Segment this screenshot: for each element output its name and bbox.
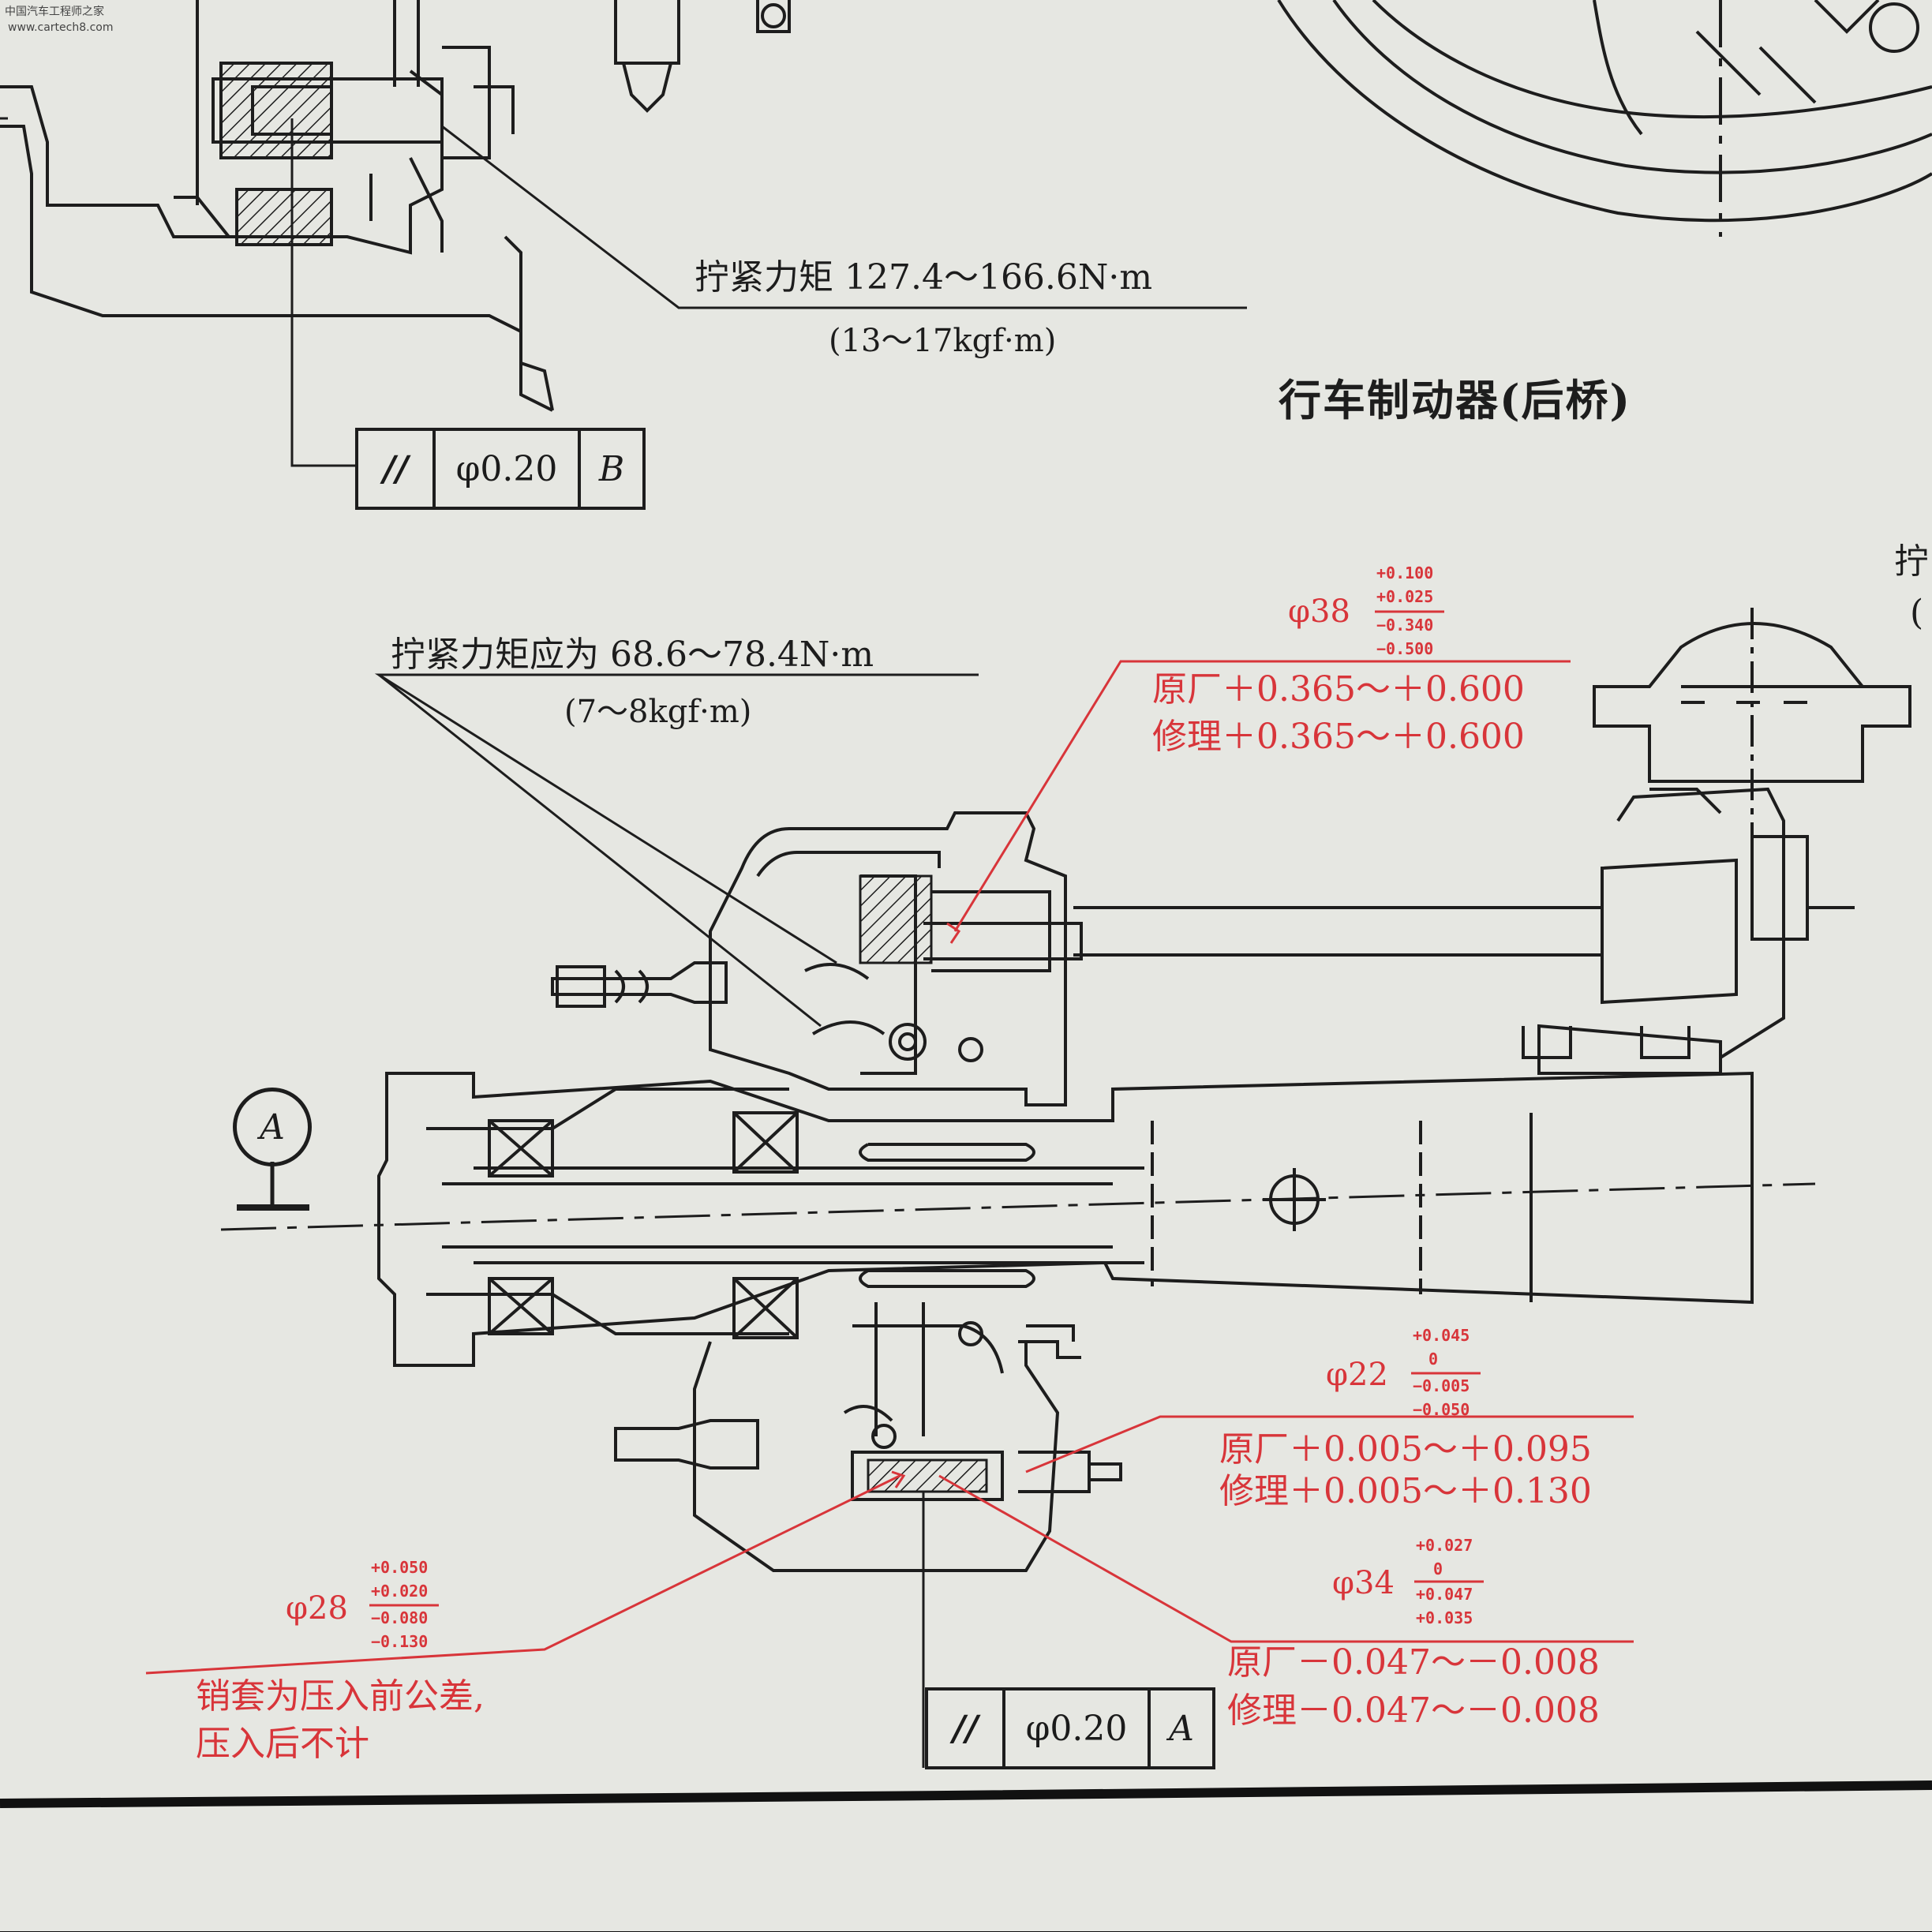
dim-d22-repair: 修理＋0.005～＋0.130 <box>1219 1471 1592 1511</box>
datum-a-symbol: A <box>233 1088 312 1166</box>
dim-d28-label: φ28 <box>286 1590 348 1627</box>
dim-d34-repair: 修理－0.047～－0.008 <box>1227 1690 1600 1731</box>
dim-d34-tol-4: +0.035 <box>1416 1608 1473 1627</box>
datum-ref: A <box>1169 1708 1194 1749</box>
parallelism-frame-a: // φ0.20 A <box>925 1687 1215 1769</box>
torque-note-mid-kgf: (7～8kgf·m) <box>564 694 752 730</box>
dim-d38-label: φ38 <box>1288 593 1350 630</box>
parallelism-symbol: // <box>358 431 436 507</box>
dim-d38-repair: 修理＋0.365～＋0.600 <box>1152 717 1525 757</box>
dim-d34-tol-3: +0.047 <box>1416 1585 1473 1604</box>
torque-note-top: 拧紧力矩 127.4～166.6N·m <box>695 257 1153 298</box>
drawing-title: 行车制动器(后桥) <box>1279 375 1632 425</box>
dim-d22-tol-2: 0 <box>1428 1350 1439 1368</box>
dim-d38-original: 原厂＋0.365～＋0.600 <box>1152 669 1525 710</box>
leader-lines-mid <box>374 673 979 1768</box>
dim-d28-tol-2: +0.020 <box>371 1582 429 1601</box>
red-leader-lines <box>145 660 1634 1675</box>
dim-d34-tol-2: 0 <box>1433 1559 1443 1578</box>
dim-d22-tol-4: −0.050 <box>1413 1400 1470 1419</box>
dim-d22-tol-3: −0.005 <box>1413 1376 1470 1395</box>
axle-assembly <box>220 608 1911 1572</box>
dim-d38-tol-2: +0.025 <box>1376 587 1434 606</box>
torque-note-mid: 拧紧力矩应为 68.6～78.4N·m <box>391 635 874 675</box>
dim-d28-tol-3: −0.080 <box>371 1608 429 1627</box>
dim-d28-note-1: 销套为压入前公差, <box>196 1676 485 1717</box>
brake-drum-arcs <box>1277 0 1932 237</box>
torque-note-edge: 拧 <box>1894 541 1929 582</box>
dim-d28-note-2: 压入后不计 <box>196 1724 369 1764</box>
datum-a-stem <box>237 1162 309 1211</box>
torque-note-top-kgf: (13～17kgf·m) <box>829 323 1057 359</box>
dim-d22-label: φ22 <box>1326 1357 1388 1393</box>
watermark-title: 中国汽车工程师之家 <box>5 6 104 18</box>
dim-d38-tol-3: −0.340 <box>1376 616 1434 635</box>
dim-d22-original: 原厂＋0.005～＋0.095 <box>1219 1429 1592 1470</box>
dim-d28-tol-1: +0.050 <box>371 1558 429 1577</box>
tolerance-value: φ0.20 <box>436 431 581 507</box>
upper-section-view <box>0 0 791 412</box>
datum-ref: B <box>598 448 625 489</box>
dim-d28-tol-4: −0.130 <box>371 1632 429 1651</box>
watermark-url: www.cartech8.com <box>8 21 114 34</box>
dim-d22-tol-1: +0.045 <box>1413 1326 1470 1345</box>
dim-d34-label: φ34 <box>1332 1565 1395 1601</box>
dim-d38-tol-1: +0.100 <box>1376 564 1434 582</box>
parallelism-symbol: // <box>928 1690 1005 1766</box>
page-bottom-border <box>0 1780 1932 1932</box>
tolerance-value: φ0.20 <box>1005 1690 1151 1766</box>
dim-d34-tol-1: +0.027 <box>1416 1536 1473 1555</box>
dim-d38-tol-4: −0.500 <box>1376 639 1434 658</box>
parallelism-frame-b: // φ0.20 B <box>355 428 646 510</box>
torque-note-edge-paren: ( <box>1910 593 1924 633</box>
leader-lines-top <box>0 117 1247 467</box>
dim-d34-original: 原厂－0.047～－0.008 <box>1227 1642 1600 1683</box>
